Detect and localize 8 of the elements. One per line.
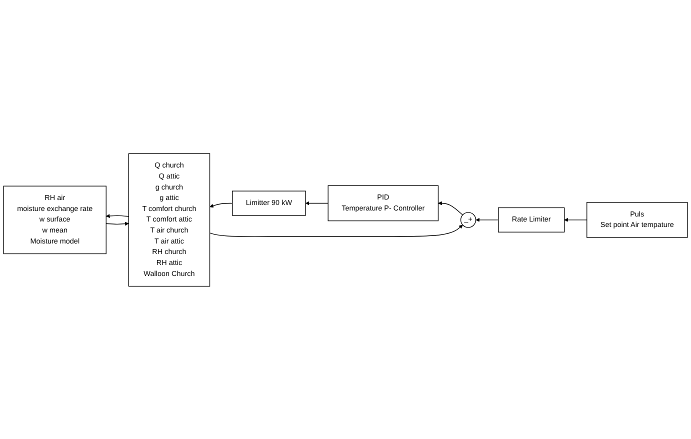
- arrow: [106, 214, 130, 218]
- arrow: [438, 200, 463, 215]
- arrow: [106, 221, 129, 226]
- arrow: [564, 218, 588, 222]
- arrow: [305, 200, 328, 205]
- arrow: [209, 224, 463, 237]
- arrow: [210, 202, 233, 208]
- arrow: [476, 218, 499, 222]
